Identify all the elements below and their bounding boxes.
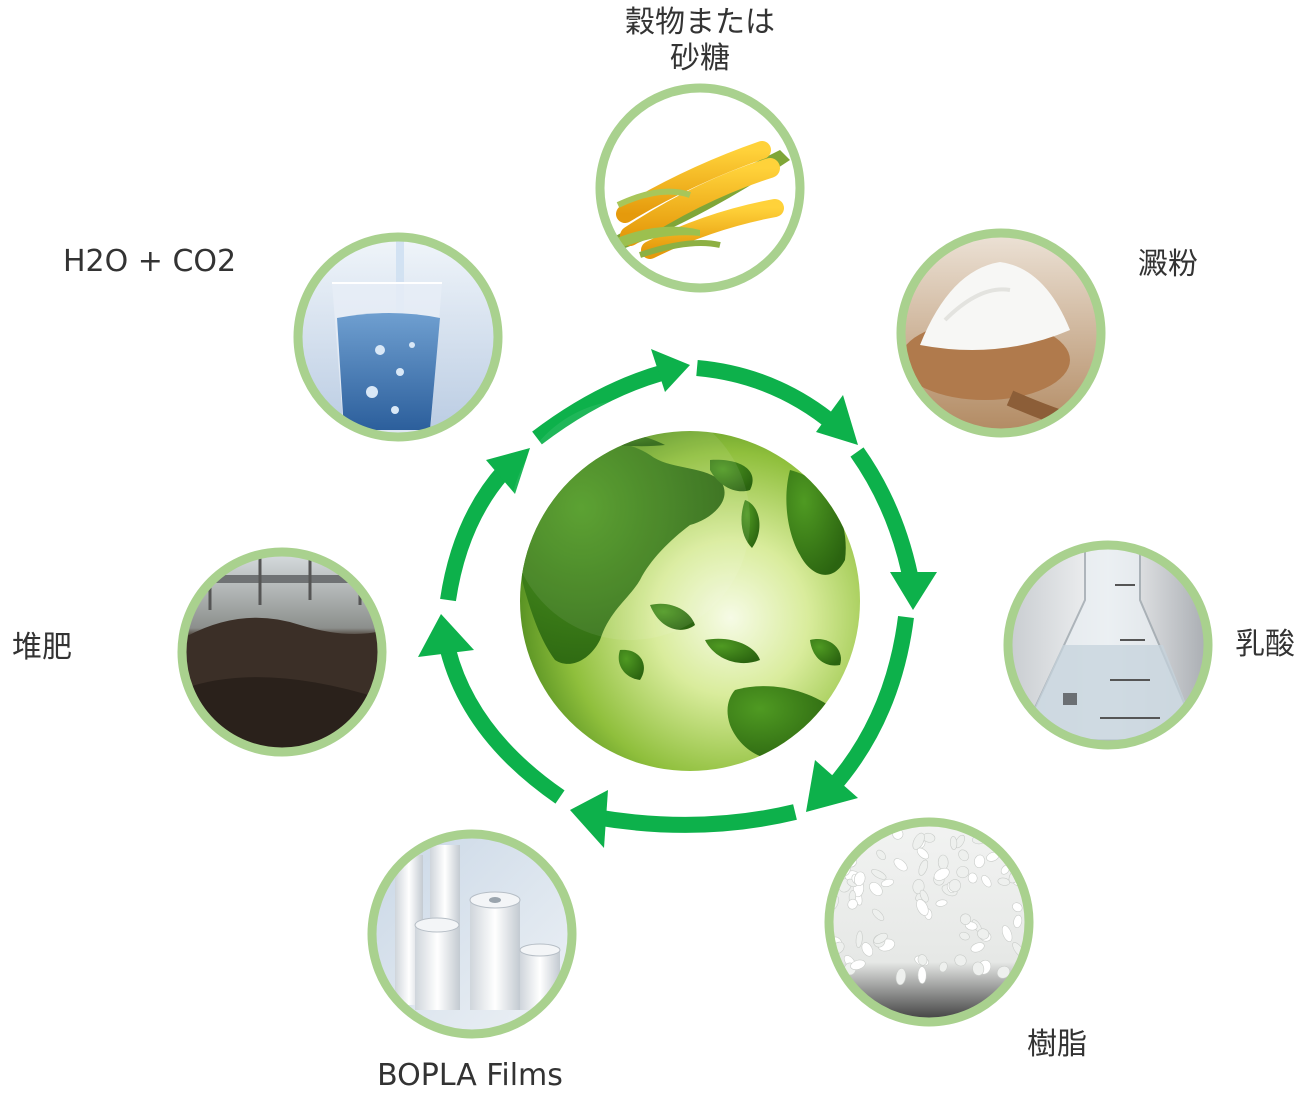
resin-pellet <box>893 858 908 872</box>
resin-pellet <box>970 942 985 953</box>
cycle-arrows <box>418 349 937 848</box>
stage-label-h2o-co2: H2O + CO2 <box>63 244 237 279</box>
resin-pellet <box>938 961 948 973</box>
resin-pellet <box>917 954 928 966</box>
resin-pellet <box>876 849 886 861</box>
arrow-starch-to-lactic <box>850 447 937 610</box>
resin-pellet <box>967 872 978 884</box>
resin-pellet <box>855 930 863 948</box>
resin-pellet <box>954 954 967 967</box>
resin-pellet <box>1012 902 1023 912</box>
resin-pellet <box>956 866 969 879</box>
resin-pellet <box>916 847 929 860</box>
resin-pellet <box>959 931 970 941</box>
resin-pellet <box>949 836 958 850</box>
resin-pellet <box>997 877 1011 886</box>
resin-pellet <box>916 899 929 916</box>
resin-pellet <box>1001 925 1013 942</box>
flask-image <box>1003 540 1213 750</box>
resin-pellet <box>832 851 845 864</box>
resin-pellet <box>872 908 885 921</box>
resin-pellets-image <box>824 817 1034 1027</box>
resin-pellet <box>843 826 858 840</box>
arrow-h2o-to-grain <box>532 349 690 445</box>
resin-pellet <box>977 928 990 940</box>
resin-pellet <box>881 878 894 887</box>
resin-pellet <box>871 869 887 880</box>
resin-pellet <box>869 882 883 896</box>
resin-pellet <box>844 836 857 845</box>
resin-pellet <box>847 898 858 910</box>
stage-label-grain: 穀物または 砂糖 <box>625 5 775 76</box>
resin-pellet <box>948 879 961 893</box>
film-rolls-image <box>367 829 577 1039</box>
compost-image <box>177 547 387 757</box>
water-glass-image <box>293 232 503 442</box>
resin-pellet <box>873 932 888 944</box>
resin-pellet <box>958 849 969 862</box>
stage-label-resin: 樹脂 <box>1027 1027 1087 1062</box>
resin-pellet <box>895 968 907 986</box>
resin-pellet <box>917 966 927 984</box>
resin-pellet <box>1013 914 1023 928</box>
resin-pellet <box>919 889 929 903</box>
resin-pellet <box>996 965 1011 979</box>
stage-label-films: BOPLA Films <box>377 1058 563 1093</box>
resin-pellet <box>933 867 950 881</box>
resin-pellet <box>959 913 972 925</box>
corn-image <box>595 83 805 293</box>
arrow-grain-to-starch <box>696 360 858 445</box>
resin-pellet <box>918 859 929 876</box>
green-globe-image <box>510 400 860 771</box>
stage-label-lactic-acid: 乳酸 <box>1235 627 1295 662</box>
stage-label-starch: 澱粉 <box>1138 247 1198 282</box>
arrow-compost-to-h2o <box>440 448 530 602</box>
resin-pellet <box>861 942 874 957</box>
resin-pellet <box>972 961 985 976</box>
resin-pellet <box>974 854 985 868</box>
arrow-resin-to-films <box>570 790 797 848</box>
resin-pellet <box>937 854 949 870</box>
resin-pellet <box>981 875 992 888</box>
arrow-lactic-to-resin <box>806 615 914 812</box>
resin-pellet <box>912 832 925 850</box>
stage-label-compost: 堆肥 <box>12 630 72 665</box>
starch-powder-image <box>896 228 1106 438</box>
resin-pellet <box>853 871 866 887</box>
resin-pellet <box>850 959 866 970</box>
resin-pellet <box>1009 825 1022 836</box>
arrow-films-to-compost <box>418 614 565 804</box>
resin-pellet <box>935 899 948 907</box>
